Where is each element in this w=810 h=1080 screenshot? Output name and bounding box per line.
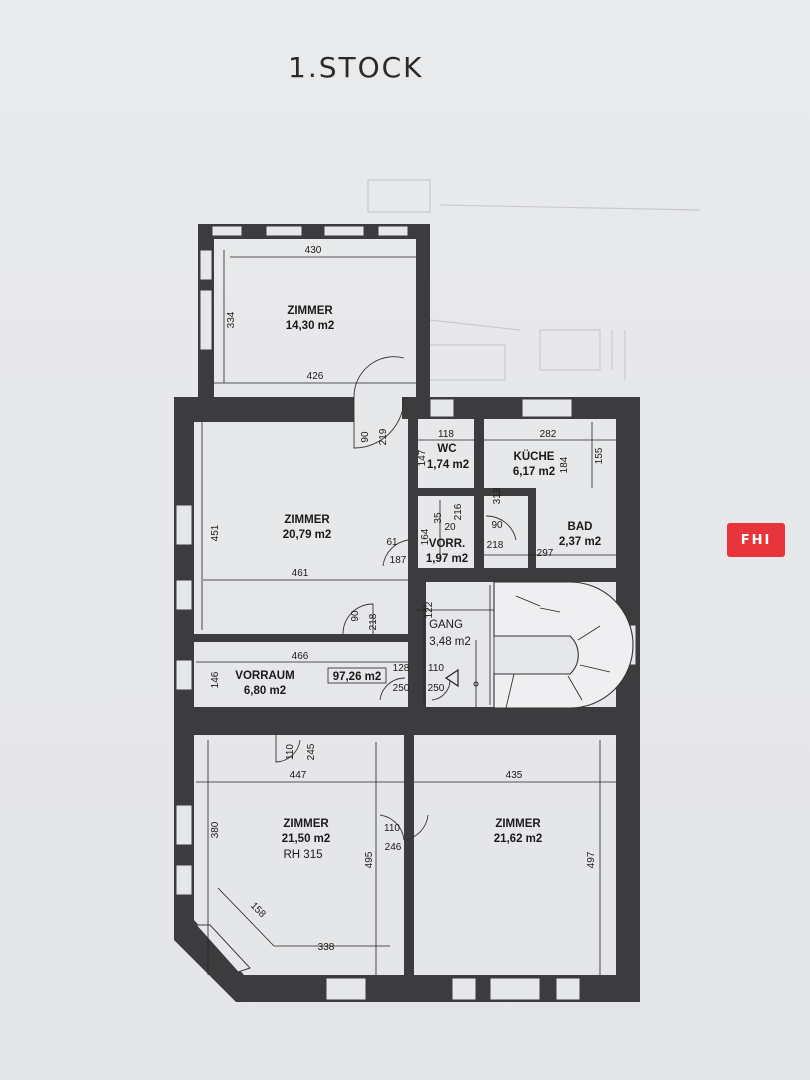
room-name: VORRAUM (235, 670, 294, 682)
dimension-label: 466 (292, 651, 309, 662)
room-area: 1,97 m2 (426, 553, 468, 565)
dimension-label: 495 (364, 851, 375, 868)
dimension-label: 447 (290, 770, 307, 781)
dimension-label: 20 (444, 522, 456, 533)
dimension-label: 430 (305, 245, 322, 256)
room-area: 20,79 m2 (283, 529, 332, 541)
windows (175, 225, 637, 1001)
dimension-label: 90 (491, 520, 503, 531)
dimension-label: 313 (492, 487, 503, 504)
dimension-label: 90 (350, 610, 361, 622)
dimension-label: 155 (594, 447, 605, 464)
dimension-lines (196, 250, 616, 975)
dimension-label: 497 (586, 851, 597, 868)
room-name: ZIMMER (283, 818, 329, 830)
dimension-label: 35 (433, 512, 444, 524)
dimension-label: 61 (386, 537, 398, 548)
background-ghost-lines (367, 179, 701, 381)
room-name: GANG (429, 619, 463, 631)
dimension-label: 158 (248, 900, 268, 920)
room-name: WC (437, 443, 456, 455)
room-name: VORR. (429, 538, 465, 550)
fhi-logo: FHI (727, 523, 785, 557)
room-name: ZIMMER (287, 305, 333, 317)
dimension-label: 451 (210, 524, 221, 541)
room-name: KÜCHE (514, 450, 555, 463)
dimension-label: 250 (428, 683, 445, 694)
entrance-marker (444, 668, 459, 688)
dimension-label: 128 (393, 663, 410, 674)
dimension-label: 297 (537, 548, 554, 559)
dimension-label: 184 (559, 456, 570, 473)
dimension-label: 216 (453, 503, 464, 520)
plan-title: 1.STOCK (288, 51, 424, 84)
dimension-label: 147 (417, 449, 428, 466)
dimension-label: 110 (384, 823, 400, 834)
dimension-label: 110 (428, 663, 444, 674)
room-area: 2,37 m2 (559, 536, 601, 548)
room-name: BAD (568, 521, 593, 533)
dimension-label: 218 (487, 540, 504, 551)
dimension-label: 461 (292, 568, 309, 579)
dimension-label: 218 (368, 613, 379, 630)
room-area: 6,80 m2 (244, 685, 286, 697)
dimension-label: 338 (318, 942, 335, 953)
room-area: 21,50 m2 (282, 833, 331, 845)
room-area: 14,30 m2 (286, 320, 335, 332)
dimension-label: 90 (360, 431, 371, 443)
dimension-label: 219 (378, 428, 389, 445)
dimension-label: 110 (285, 744, 296, 760)
dimension-label: 380 (210, 821, 221, 838)
room-area: 3,48 m2 (429, 636, 471, 648)
dimension-label: 122 (424, 601, 435, 618)
dimension-label: 250 (393, 683, 410, 694)
doors[interactable] (275, 356, 517, 841)
dimension-label: 146 (210, 671, 221, 688)
total-area: 97,26 m2 (333, 671, 382, 683)
room-note: RH 315 (284, 849, 323, 861)
staircase (473, 581, 634, 709)
dimension-label: 334 (226, 311, 237, 328)
room-name: ZIMMER (284, 514, 330, 526)
room-area: 21,62 m2 (494, 833, 543, 845)
room-name: ZIMMER (495, 818, 541, 830)
dimension-label: 426 (307, 371, 324, 382)
dimension-label: 246 (385, 842, 402, 853)
dimension-label: 435 (506, 770, 523, 781)
dimension-label: 187 (390, 555, 407, 566)
room-labels: ZIMMER 14,30 m2 ZIMMER 20,79 m2 WC 1,74 … (235, 305, 601, 861)
room-area: 6,17 m2 (513, 466, 555, 478)
dimension-label: 164 (420, 528, 431, 545)
dimension-label: 282 (540, 429, 557, 440)
dimension-label: 245 (306, 743, 317, 760)
room-area: 1,74 m2 (427, 459, 469, 471)
dimension-label: 118 (438, 429, 454, 440)
